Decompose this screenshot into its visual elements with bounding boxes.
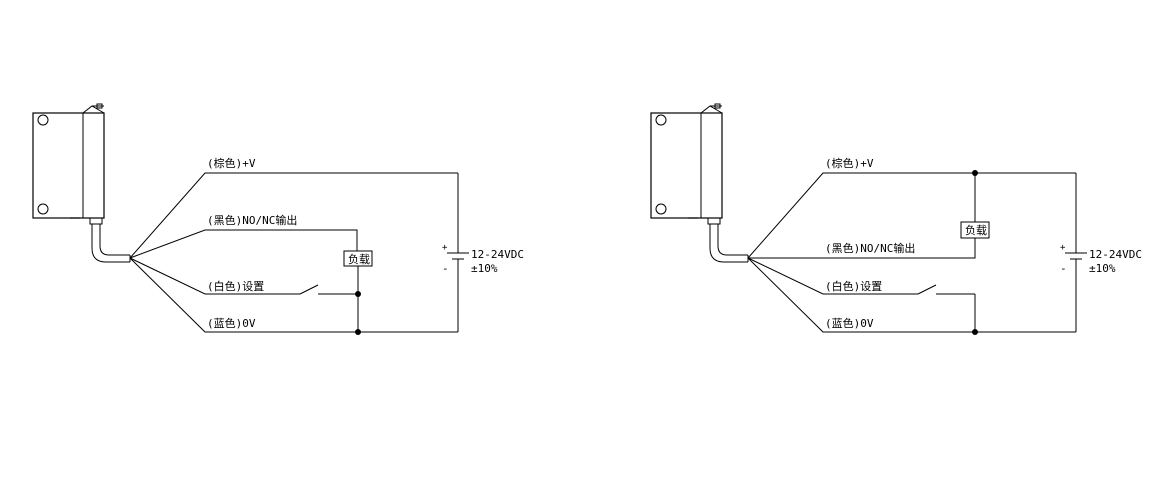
wire-brown xyxy=(747,172,1076,259)
load-label: 负载 xyxy=(348,252,370,266)
mounting-hole-icon xyxy=(37,203,49,215)
mounting-hole-icon xyxy=(37,114,49,126)
wire-label-brown: (棕色)+V xyxy=(825,156,874,170)
supply-voltage: 12-24VDC xyxy=(1089,248,1142,261)
junction-dot xyxy=(355,329,361,335)
wire-black xyxy=(748,238,976,259)
wire-brown xyxy=(129,172,458,259)
wire-white xyxy=(747,257,918,295)
supply-plus-sign: + xyxy=(442,243,448,253)
wire-label-black: (黑色)NO/NC输出 xyxy=(825,241,915,255)
circuit-left: 负载 + - 12-24VDC ±10% (棕色)+V (黑色)NO/NC输出 … xyxy=(32,103,524,335)
wire-blue xyxy=(129,257,458,333)
wire-label-blue: (蓝色)0V xyxy=(207,316,256,330)
wire-white xyxy=(129,257,300,295)
wire-label-brown: (棕色)+V xyxy=(207,156,256,170)
supply-tolerance: ±10% xyxy=(1089,262,1116,275)
sensor-cable xyxy=(91,224,131,263)
wire-black xyxy=(129,229,358,259)
supply-plus-sign: + xyxy=(1060,243,1066,253)
supply-minus-sign: - xyxy=(442,262,449,275)
supply-tolerance: ±10% xyxy=(471,262,498,275)
wire-label-blue: (蓝色)0V xyxy=(825,316,874,330)
circuit-right: 负载 + - 12-24VDC ±10% (棕色)+V (黑色)NO/NC输出 … xyxy=(650,103,1142,335)
wire-blue xyxy=(747,257,1076,333)
mounting-hole-icon xyxy=(655,203,667,215)
wire-label-black: (黑色)NO/NC输出 xyxy=(207,213,297,227)
junction-dot xyxy=(972,329,978,335)
mounting-hole-icon xyxy=(655,114,667,126)
sensor-body xyxy=(32,103,105,225)
sensor-body xyxy=(650,103,723,225)
switch xyxy=(299,284,319,295)
supply-minus-sign: - xyxy=(1060,262,1067,275)
wire-label-white: (白色)设置 xyxy=(207,279,264,293)
wire-label-white: (白色)设置 xyxy=(825,279,882,293)
switch xyxy=(917,284,937,295)
load-label: 负载 xyxy=(965,223,987,237)
supply-voltage: 12-24VDC xyxy=(471,248,524,261)
load-box xyxy=(960,221,990,239)
sensor-cable xyxy=(709,224,749,263)
